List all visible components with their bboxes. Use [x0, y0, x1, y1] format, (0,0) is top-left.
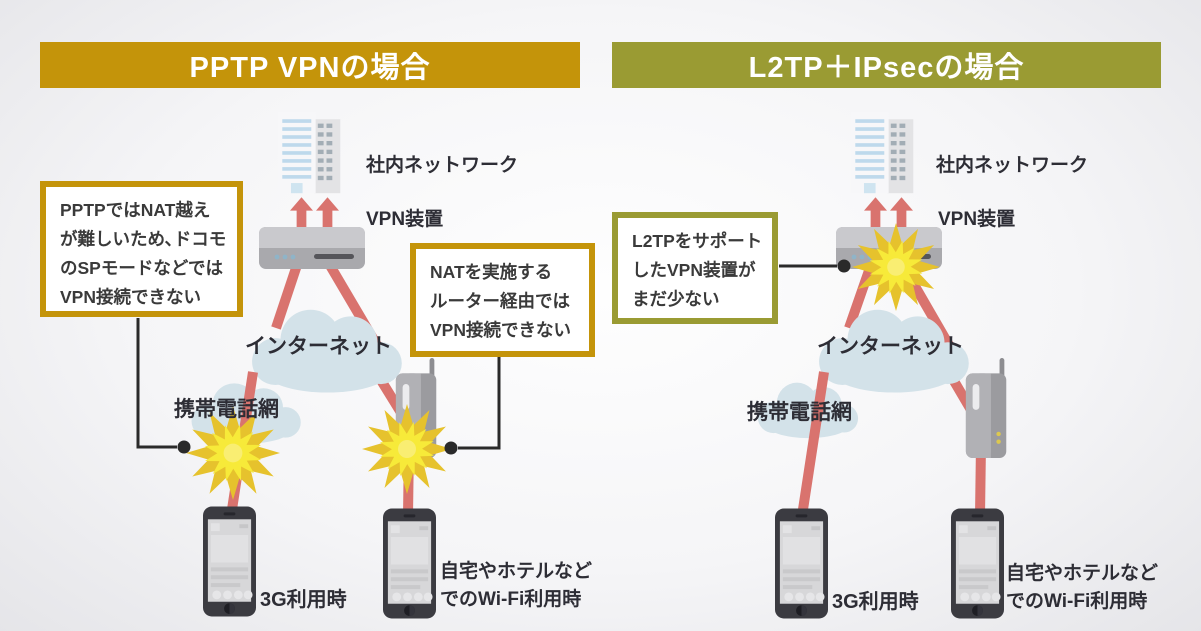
header-l2tp-title: L2TP＋IPsecの場合: [748, 52, 1025, 84]
vpn-device-icon-left: [259, 227, 365, 269]
building-icon-right: [845, 112, 925, 199]
callout-line: L2TPをサポート: [632, 231, 763, 251]
callout-line: ルーター経由では: [430, 291, 570, 311]
label-wifi-right-line2: でのWi-Fi利用時: [1006, 591, 1148, 612]
label-wifi-right: 自宅やホテルなど でのWi-Fi利用時: [1006, 560, 1158, 616]
label-wifi-right-line1: 自宅やホテルなど: [1006, 563, 1159, 584]
starburst-icon-router-block: [362, 404, 452, 494]
label-mobile-network-left: 携帯電話網: [174, 398, 279, 421]
label-wifi-left-line2: でのWi-Fi利用時: [440, 589, 582, 610]
header-l2tp: L2TP＋IPsecの場合: [612, 42, 1161, 88]
smartphone-icon-wifi-right: [951, 508, 1004, 619]
label-corporate-network-left: 社内ネットワーク: [366, 155, 519, 176]
connector-nat-callout: [458, 356, 501, 450]
callout-line: NATを実施する: [430, 262, 553, 282]
smartphone-icon-3g-right: [775, 508, 828, 619]
callout-pptp-nat: PPTPではNAT越え が難しいため､ドコモ のSPモードなどでは VPN接続で…: [40, 181, 243, 317]
callout-line: が難しいため､ドコモ: [60, 229, 227, 249]
label-mobile-network-right: 携帯電話網: [747, 401, 852, 424]
starburst-icon-vpn-device: [852, 223, 940, 311]
label-wifi-left-line1: 自宅やホテルなど: [440, 561, 593, 582]
building-icon-left: [272, 112, 352, 199]
callout-line: したVPN装置が: [632, 260, 756, 280]
label-3g-left: 3G利用時: [260, 589, 347, 611]
label-wifi-left: 自宅やホテルなど でのWi-Fi利用時: [440, 558, 592, 614]
label-vpn-device-left: VPN装置: [366, 209, 444, 230]
smartphone-icon-wifi-left: [383, 508, 436, 619]
wifi-router-icon-right: [960, 358, 1016, 458]
label-internet-right: インターネット: [817, 335, 964, 358]
label-corporate-network-right: 社内ネットワーク: [936, 155, 1089, 176]
label-3g-right: 3G利用時: [832, 591, 919, 613]
callout-line: VPN接続できない: [60, 287, 201, 307]
label-internet-left: インターネット: [245, 335, 392, 358]
connector-pptp-callout: [136, 318, 177, 449]
callout-line: まだ少ない: [632, 289, 720, 309]
callout-line: PPTPではNAT越え: [60, 200, 211, 220]
smartphone-icon-3g-left: [203, 506, 256, 617]
callout-l2tp-support: L2TPをサポート したVPN装置が まだ少ない: [612, 212, 778, 324]
callout-nat-router: NATを実施する ルーター経由では VPN接続できない: [410, 243, 595, 357]
callout-line: VPN接続できない: [430, 320, 571, 340]
header-pptp-title: PPTP VPNの場合: [189, 52, 431, 84]
header-pptp: PPTP VPNの場合: [40, 42, 580, 88]
callout-line: のSPモードなどでは: [60, 258, 223, 278]
label-vpn-device-right: VPN装置: [938, 209, 1016, 230]
